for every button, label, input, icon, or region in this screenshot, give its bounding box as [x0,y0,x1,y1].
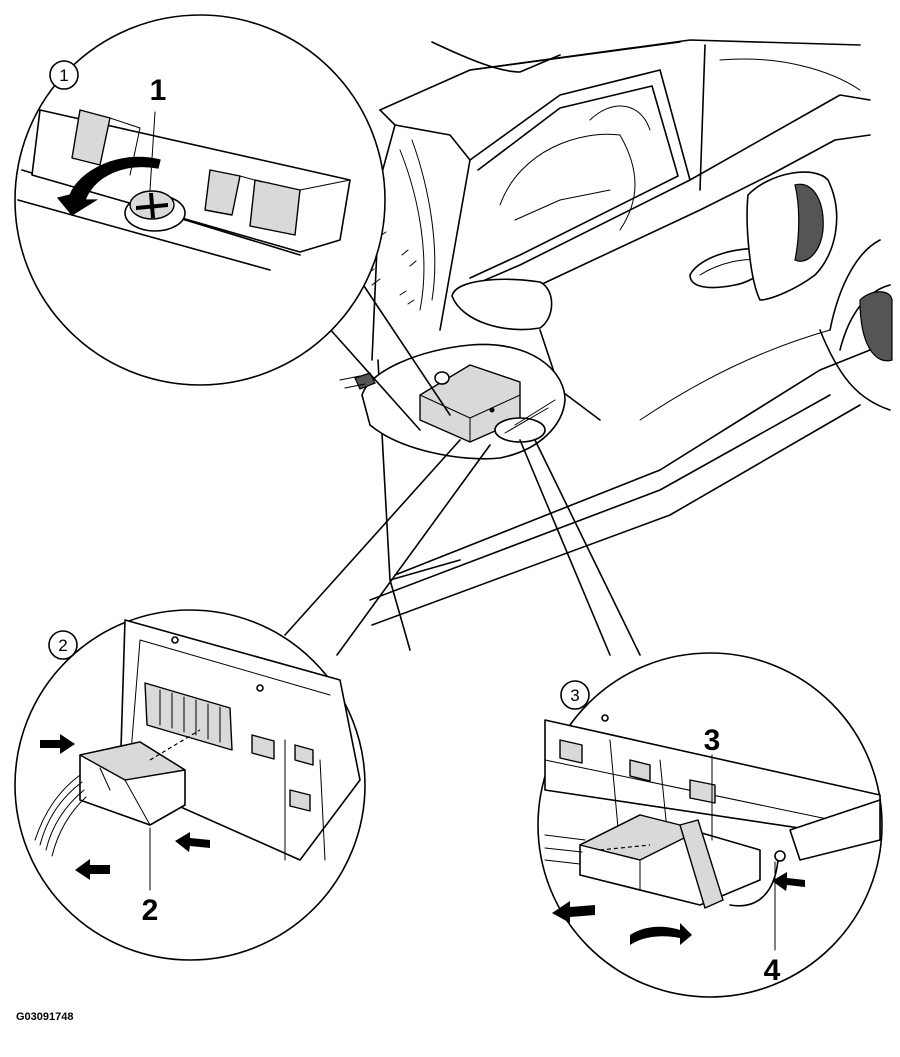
car-body [359,39,893,651]
detail-2-circle-label: 2 [58,636,67,655]
detail-3-ground-strap: 3 3 4 [537,652,883,998]
callout-3: 3 [704,724,721,757]
callout-1: 1 [150,74,167,107]
detail-1-screw: 1 1 [14,14,386,386]
detail-2-connector: 2 2 [14,609,366,961]
figure-code: G03091748 [16,1011,74,1023]
detail-1-circle-label: 1 [59,66,68,85]
callout-4: 4 [764,954,781,987]
callout-2: 2 [142,894,159,927]
leader-lines [284,261,641,656]
detail-3-circle-label: 3 [570,686,579,705]
control-unit-location [339,343,566,460]
